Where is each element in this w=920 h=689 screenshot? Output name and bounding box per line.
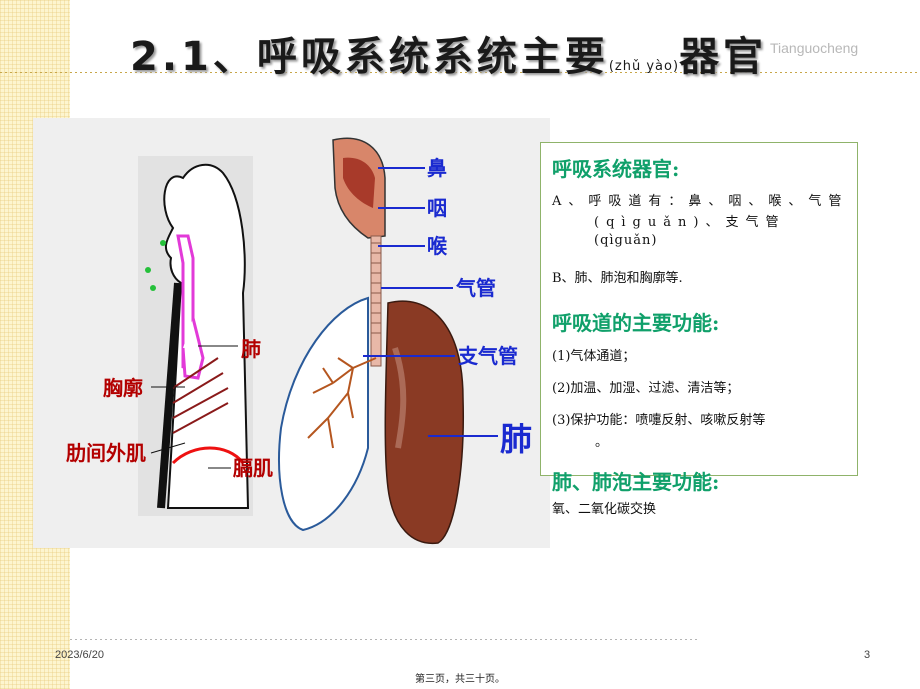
heading-lung-function: 肺、肺泡主要功能:	[552, 470, 720, 494]
spine	[157, 282, 182, 509]
title-divider	[0, 72, 920, 73]
respiratory-system-illustration: 肺 胸廓 肋间外肌 膈肌 鼻 咽 喉 气管 支气管 肺	[33, 118, 550, 548]
body-outline	[163, 163, 250, 509]
air-dot	[160, 240, 166, 246]
function-2: (2)加温、加湿、过滤、清洁等；	[552, 381, 740, 396]
lung-highlight	[392, 347, 407, 449]
lung-pink	[181, 317, 205, 380]
air-dot	[150, 285, 156, 291]
bronchial-tree	[307, 357, 377, 449]
trachea-tube	[370, 235, 382, 367]
label-intercostal: 肋间外肌	[66, 441, 146, 465]
title-main: 2.1、呼吸系统系统主要	[130, 34, 609, 80]
label-larynx: 喉	[427, 234, 448, 258]
page-title: 2.1、呼吸系统系统主要(zhǔ yào)器官	[130, 24, 767, 82]
label-trachea: 气管	[455, 276, 496, 300]
organs-a-line3: (qìguǎn)	[594, 233, 658, 248]
diaphragm-curve	[171, 446, 245, 465]
label-nose: 鼻	[427, 156, 447, 180]
label-lung-right: 肺	[500, 420, 532, 458]
function-3-end: 。	[595, 435, 609, 450]
air-dot	[145, 267, 151, 273]
gas-exchange: 氧、二氧化碳交换	[552, 502, 657, 517]
label-line-intercostal	[150, 442, 186, 454]
page-count-text: 第三页，共三十页。	[415, 674, 505, 685]
nasal-cavity	[343, 157, 375, 208]
watermark: Tianguocheng	[770, 40, 859, 56]
title-end: 器官	[679, 34, 768, 80]
organs-a-line1: A、呼吸道有：鼻、咽、喉、气管	[552, 194, 849, 209]
label-thorax: 胸廓	[103, 376, 143, 400]
slide-number: 3	[864, 649, 871, 661]
function-1: (1)气体通道；	[552, 349, 636, 364]
info-panel	[540, 142, 858, 476]
function-3: (3)保护功能：喷嚏反射、咳嗽反射等	[552, 413, 766, 428]
label-bronchus: 支气管	[458, 344, 518, 368]
label-diaphragm: 膈肌	[232, 456, 273, 480]
right-lung	[384, 300, 465, 545]
slide-date: 2023/6/20	[55, 649, 104, 661]
ribs	[172, 357, 229, 434]
heading-airway-function: 呼吸道的主要功能:	[552, 311, 720, 335]
title-pinyin: (zhǔ yào)	[608, 59, 680, 74]
left-lung-outline	[278, 296, 369, 532]
organs-a-line2: (qìguǎn)、支气管	[594, 215, 786, 230]
label-pharynx: 咽	[427, 196, 447, 220]
heading-organs: 呼吸系统器官:	[552, 157, 680, 181]
trachea-rings	[371, 242, 381, 334]
footer-divider	[70, 639, 700, 640]
label-lung-left: 肺	[241, 337, 261, 361]
organs-b-line: B、肺、肺泡和胸廓等.	[552, 271, 683, 286]
